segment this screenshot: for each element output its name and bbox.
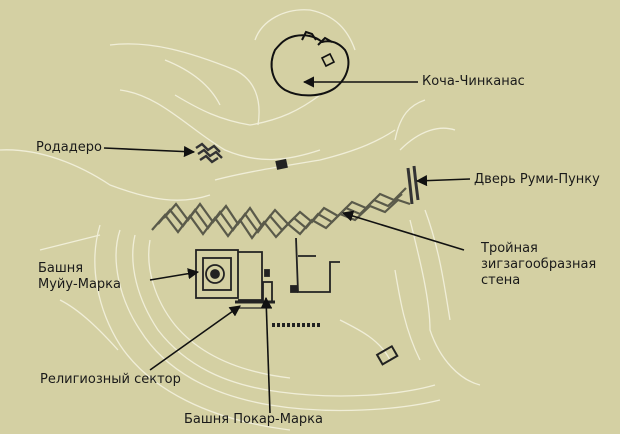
leader-lines [103,76,471,414]
small-building [275,158,288,170]
contour-lines [0,9,481,431]
label-pokar-marka: Башня Покар-Марка [184,412,323,427]
label-triple-wall-line1: Тройная [481,241,538,256]
leader-door [415,175,471,187]
label-muyu-marka-line2: Муйу-Марка [38,277,121,292]
label-muyu-marka: Башня Муйу-Марка [38,261,148,293]
rodadero-structure [195,142,223,164]
label-triple-wall-line3: стена [481,273,521,288]
label-religious-sector: Религиозный сектор [40,372,181,387]
rumi-punku-door [406,165,420,205]
label-kocha-chinkanas: Коча-Чинканас [422,74,525,89]
leader-religious [149,305,241,371]
label-triple-wall-line2: зигзагообразная [481,257,597,272]
leader-wall [341,210,465,251]
label-rumi-punku-door: Дверь Руми-Пунку [474,172,600,187]
leader-muyu [149,268,200,281]
label-triple-wall: Тройная зигзагообразная стена [481,241,601,289]
leader-rodadero [103,145,196,158]
label-muyu-marka-line1: Башня [38,261,84,276]
triple-zigzag-wall [151,187,411,240]
kocha-structure [270,30,350,97]
label-rodadero: Родадеро [36,140,102,155]
interior-structures [195,237,399,366]
leader-pokar [260,296,272,414]
